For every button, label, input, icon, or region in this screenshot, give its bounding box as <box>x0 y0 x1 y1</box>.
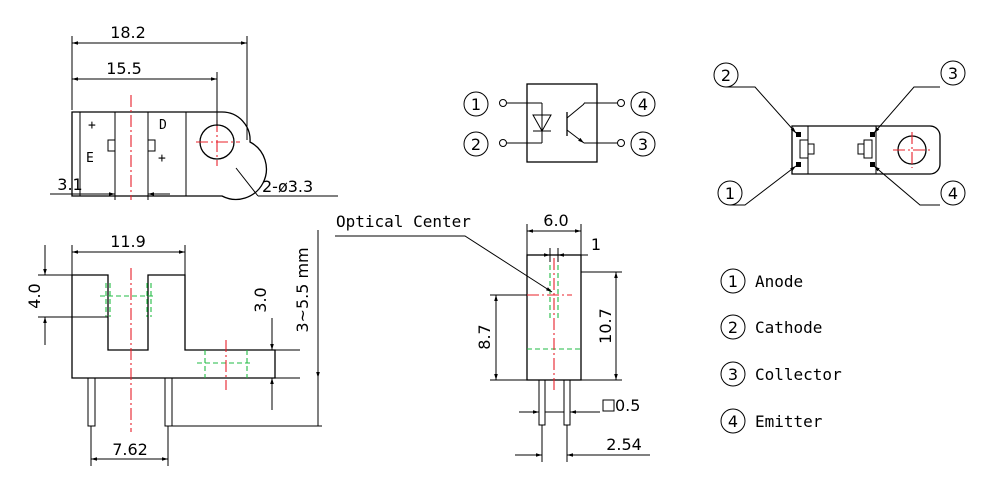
side-lead-left <box>538 379 546 426</box>
schematic-pin-2: 2 <box>471 135 481 154</box>
dim-slot-width: 11.9 <box>110 232 146 251</box>
plus-mark-right: + <box>158 151 166 166</box>
pin-square-symbol <box>602 399 615 412</box>
optical-center-label: Optical Center <box>336 212 471 231</box>
led-diode-symbol <box>532 114 552 133</box>
dim-aperture-width: 1 <box>591 235 601 254</box>
schematic-pin-1: 1 <box>471 95 481 114</box>
circuit-schematic: 1 2 3 4 <box>463 83 656 163</box>
dim-tab-thickness: 3.0 <box>251 287 270 312</box>
dim-body-height: 10.7 <box>596 308 615 344</box>
side-lead-right <box>563 379 571 426</box>
legend-name-collector: Collector <box>755 365 842 384</box>
schematic-pin-3: 3 <box>638 135 648 154</box>
dim-slot-depth: 4.0 <box>25 283 44 308</box>
dim-lead-length: 3~5.5 mm <box>293 247 312 332</box>
plus-mark-left: + <box>88 118 96 133</box>
legend-name-emitter: Emitter <box>755 412 823 431</box>
detector-mark: D <box>159 118 167 133</box>
emitter-mark: E <box>86 151 94 166</box>
legend-item-cathode: 2 Cathode <box>720 314 822 340</box>
side-view: Optical Center 6.0 1 8.7 10.7 0.5 2.54 <box>335 211 650 462</box>
schematic-package <box>526 83 598 163</box>
legend-number-1: 1 <box>728 272 738 291</box>
legend-name-anode: Anode <box>755 272 803 291</box>
dim-lead-spacing: 7.62 <box>112 440 148 459</box>
legend-name-cathode: Cathode <box>755 318 822 337</box>
bottom-pin-3: 3 <box>948 64 958 83</box>
pin-legend: 1 Anode 2 Cathode 3 Collector 4 Emitter <box>720 268 842 434</box>
bottom-pin-1: 1 <box>725 184 735 203</box>
dim-body-width: 6.0 <box>543 211 568 230</box>
legend-number-3: 3 <box>728 365 738 384</box>
front-view-body-outline <box>71 274 276 379</box>
legend-number-4: 4 <box>728 412 738 431</box>
legend-item-collector: 3 Collector <box>720 361 842 387</box>
dim-overall-length: 18.2 <box>110 23 146 42</box>
bottom-view: 2 3 1 4 <box>713 60 966 206</box>
bottom-pin-4: 4 <box>948 184 958 203</box>
dim-edge-to-slot: 3.1 <box>57 175 82 194</box>
dim-pin-size: 0.5 <box>615 396 640 415</box>
bottom-pin-2: 2 <box>721 66 731 85</box>
legend-item-emitter: 4 Emitter <box>720 408 823 434</box>
dim-optical-center-height: 8.7 <box>475 324 494 349</box>
top-view: + E D + 18.2 15.5 3.1 2-ø3.3 <box>50 23 338 201</box>
schematic-pin-4: 4 <box>638 95 648 114</box>
lead-right <box>164 377 173 427</box>
legend-number-2: 2 <box>728 318 738 337</box>
dim-pin-pitch: 2.54 <box>606 435 642 454</box>
dim-hole-distance: 15.5 <box>106 59 142 78</box>
lead-left <box>87 377 96 427</box>
bottom-view-outline <box>791 125 941 175</box>
legend-item-anode: 1 Anode <box>720 268 803 294</box>
dim-mounting-holes: 2-ø3.3 <box>262 177 313 196</box>
front-view: 11.9 4.0 3.0 3~5.5 mm 7.62 <box>25 230 322 466</box>
top-view-body-outline <box>71 111 268 201</box>
